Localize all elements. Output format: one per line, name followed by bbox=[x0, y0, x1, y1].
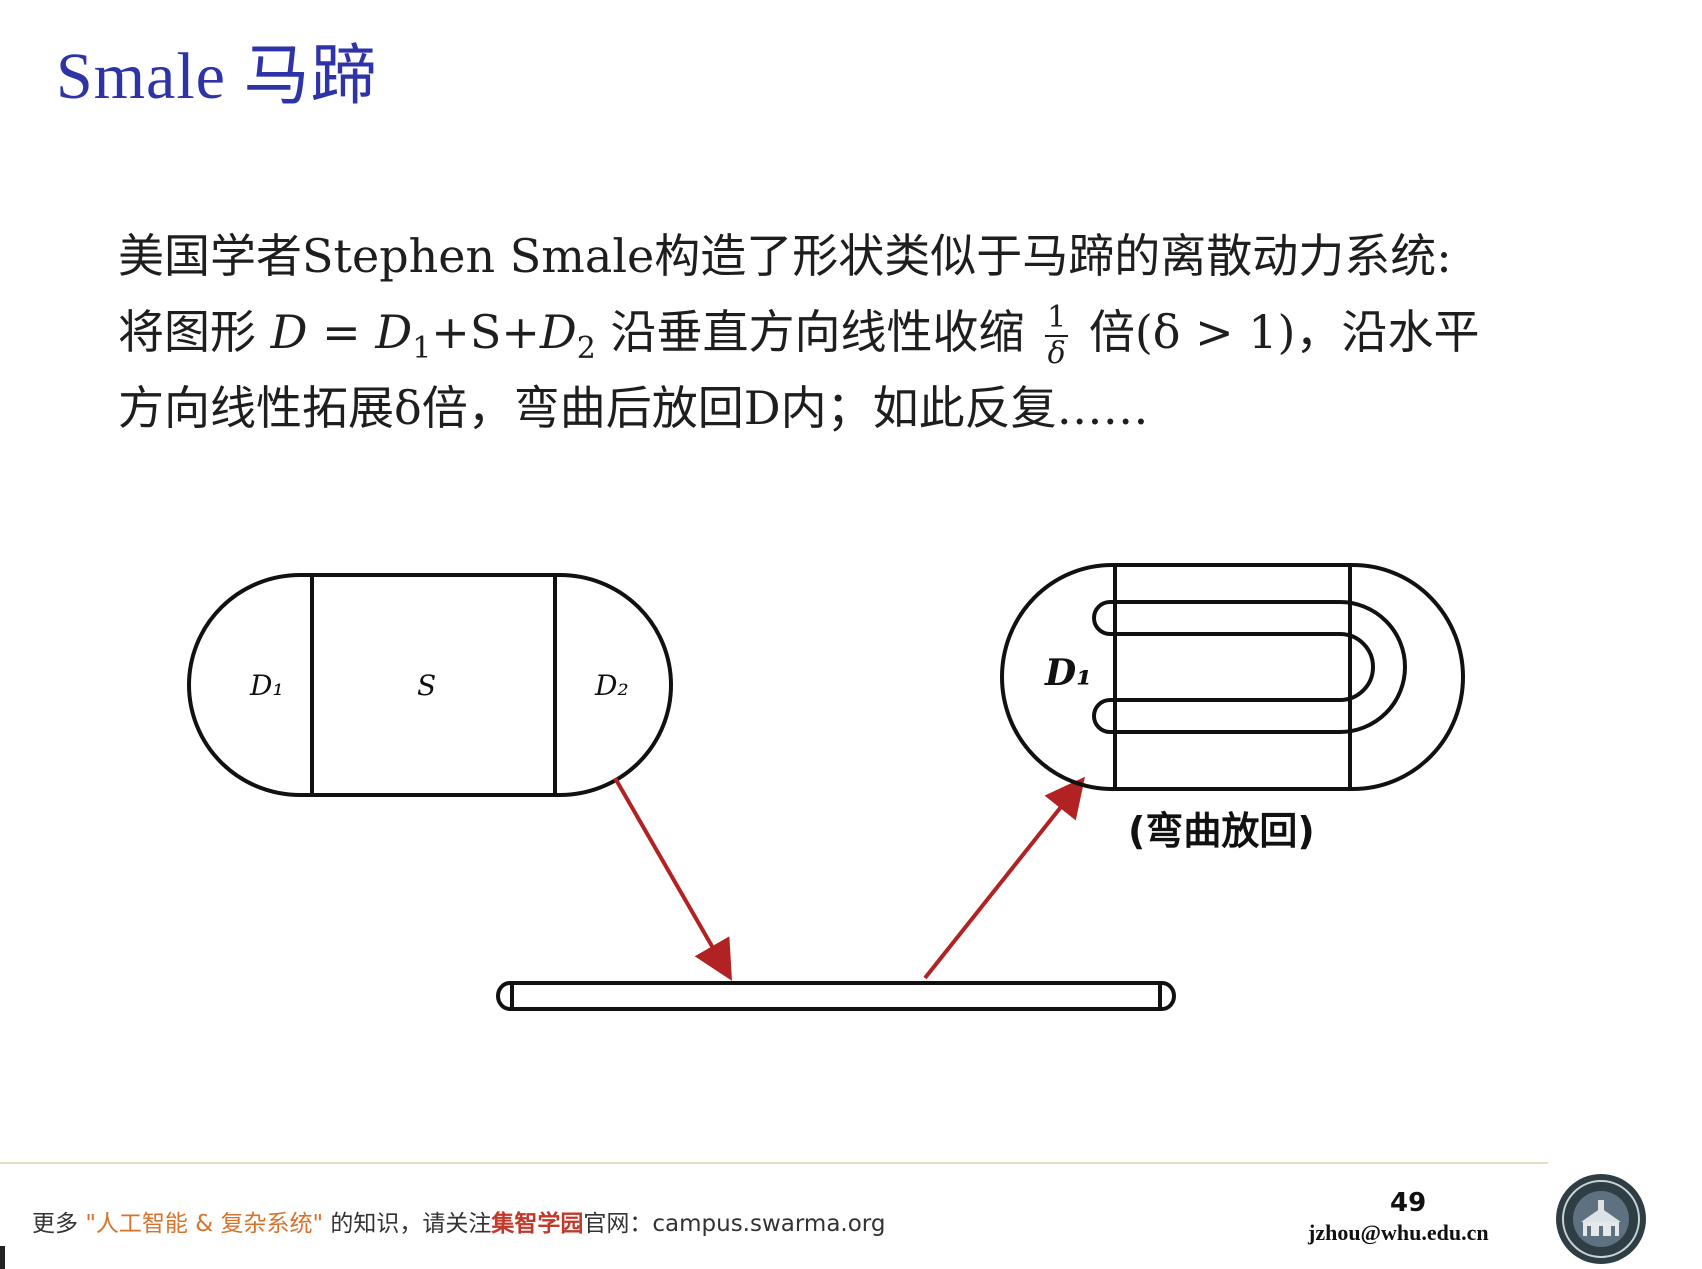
text-line-2-c: 倍(δ > 1)，沿水平 bbox=[1074, 305, 1480, 359]
author-email: jzhou@whu.edu.cn bbox=[1308, 1220, 1489, 1245]
math-sub-2: 2 bbox=[576, 331, 596, 366]
math-sub-1: 1 bbox=[412, 331, 432, 366]
footer-prefix: 更多 bbox=[32, 1211, 78, 1237]
fraction-numerator: 1 bbox=[1045, 300, 1069, 337]
right-stadium-outline bbox=[1000, 563, 1465, 791]
footer-topic: 人工智能 & 复杂系统 bbox=[95, 1211, 313, 1237]
slide-title: Smale 马蹄 bbox=[56, 40, 378, 113]
math-d: D bbox=[270, 305, 308, 359]
footer-quote-close: " bbox=[312, 1211, 324, 1237]
text-line-2-a: 将图形 bbox=[118, 305, 271, 359]
text-line-2-b: 沿垂直方向线性收缩 bbox=[595, 305, 1040, 359]
math-eq: = bbox=[307, 305, 376, 359]
diagram-caption: (弯曲放回) bbox=[1128, 809, 1315, 853]
footer-brand: 集智学园 bbox=[491, 1211, 584, 1237]
horseshoe-outer bbox=[1092, 600, 1407, 734]
stadium-outline bbox=[187, 573, 673, 797]
fraction-denominator: δ bbox=[1047, 336, 1066, 371]
folded-horseshoe bbox=[1000, 563, 1465, 791]
math-d2: D bbox=[539, 305, 577, 359]
stretched-strip bbox=[496, 981, 1176, 1011]
arrow-compress bbox=[613, 777, 732, 981]
text-line-3: 方向线性拓展δ倍，弯曲后放回D内；如此反复…… bbox=[118, 381, 1149, 435]
label-d1-right: D₁ bbox=[1044, 652, 1092, 694]
footer-suffix: 官网：campus.swarma.org bbox=[583, 1211, 886, 1237]
math-plus-s: +S+ bbox=[431, 305, 540, 359]
label-d2: D₂ bbox=[594, 669, 629, 702]
label-s: S bbox=[417, 669, 436, 702]
footer-divider bbox=[0, 1162, 1548, 1164]
page-number: 49 bbox=[1390, 1188, 1427, 1218]
body-text: 美国学者Stephen Smale构造了形状类似于马蹄的离散动力系统: 将图形 … bbox=[118, 218, 1638, 446]
university-seal-icon bbox=[1556, 1174, 1646, 1264]
footer-middle: 的知识，请关注 bbox=[330, 1211, 492, 1237]
label-d1-left: D₁ bbox=[249, 669, 284, 702]
math-d1: D bbox=[375, 305, 413, 359]
text-line-1: 美国学者Stephen Smale构造了形状类似于马蹄的离散动力系统: bbox=[118, 229, 1452, 283]
footer-text: 更多 "人工智能 & 复杂系统" 的知识，请关注集智学园官网：campus.sw… bbox=[32, 1204, 885, 1238]
footer-quote-open: " bbox=[85, 1211, 96, 1237]
stadium-domain bbox=[187, 573, 673, 797]
arrow-fold bbox=[923, 776, 1085, 980]
left-edge-bar bbox=[0, 1246, 5, 1269]
